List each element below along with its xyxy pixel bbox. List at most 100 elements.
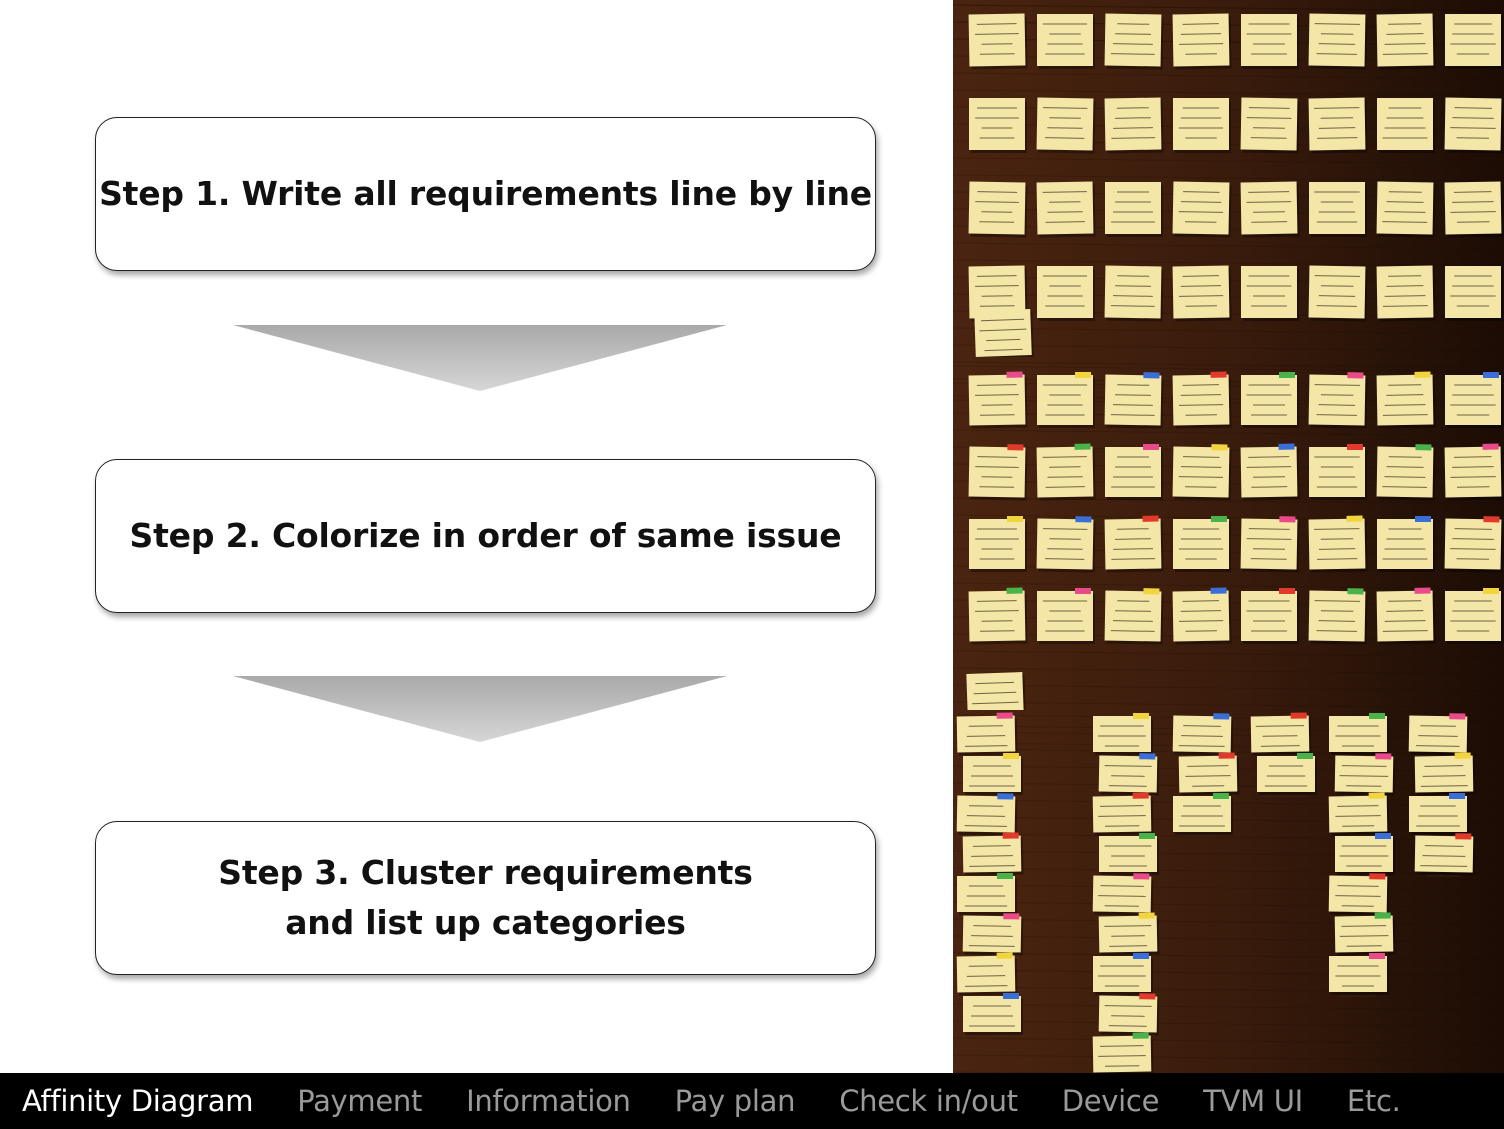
step-3-line-2: and list up categories [285, 903, 686, 942]
sticky-note [1328, 873, 1390, 917]
sticky-note [1037, 372, 1095, 428]
sticky-note [1257, 753, 1317, 797]
sticky-note [1104, 515, 1164, 573]
sticky-note [1376, 371, 1436, 429]
step-1-line-1: Step 1. Write all requirements line by l… [99, 174, 872, 213]
sticky-note [1036, 443, 1096, 501]
sticky-note [1445, 588, 1503, 644]
sticky-note [1414, 833, 1476, 877]
sticky-note [1376, 444, 1436, 501]
sticky-note [968, 587, 1028, 645]
sticky-note [1172, 13, 1232, 70]
sticky-note [1377, 98, 1435, 153]
sticky-note [1037, 588, 1095, 644]
sticky-note [1444, 97, 1504, 154]
sticky-note [1241, 266, 1299, 321]
colored-sticky-notes-wall-icon [953, 357, 1504, 710]
clustered-sticky-notes-wall-icon [953, 710, 1504, 1073]
sticky-note [1334, 753, 1396, 797]
sticky-note [1098, 912, 1160, 957]
photo-step-1 [953, 0, 1504, 357]
sticky-note [1172, 371, 1232, 429]
sticky-note [1092, 792, 1154, 837]
sticky-note [968, 371, 1028, 429]
sticky-note [1409, 793, 1469, 837]
step-2-box: Step 2. Colorize in order of same issue [95, 459, 876, 613]
sticky-note [1308, 588, 1368, 645]
step-1-text: Step 1. Write all requirements line by l… [99, 169, 872, 219]
tab-payment[interactable]: Payment [297, 1084, 423, 1118]
sticky-note [1104, 97, 1164, 154]
sticky-note [956, 712, 1018, 757]
sticky-note [1308, 372, 1368, 429]
sticky-note [962, 832, 1024, 877]
sticky-note [1098, 753, 1160, 797]
sticky-note [1445, 266, 1503, 321]
sticky-note [1172, 713, 1234, 757]
sticky-note [1376, 265, 1436, 322]
sticky-note [1241, 588, 1299, 644]
sticky-note [1036, 97, 1096, 154]
sticky-note [1092, 1032, 1154, 1073]
sticky-note [1445, 14, 1503, 69]
sticky-notes-wall-icon [953, 0, 1504, 357]
sticky-note [1250, 712, 1312, 757]
sticky-note [1308, 265, 1368, 322]
sticky-note [1105, 444, 1163, 500]
sticky-note [1240, 516, 1300, 573]
sticky-note [1445, 372, 1503, 428]
sticky-note [1037, 266, 1095, 321]
tab-device[interactable]: Device [1061, 1084, 1160, 1118]
tab-affinity-diagram[interactable]: Affinity Diagram [22, 1084, 254, 1118]
photo-step-3 [953, 710, 1504, 1073]
sticky-note [1036, 516, 1096, 573]
step-1-box: Step 1. Write all requirements line by l… [95, 117, 876, 271]
sticky-note [1241, 14, 1299, 69]
sticky-note [974, 309, 1034, 357]
sticky-note [1093, 953, 1153, 997]
sticky-note [1105, 182, 1163, 237]
tab-tvm-ui[interactable]: TVM UI [1203, 1084, 1303, 1118]
sticky-note [1037, 14, 1095, 69]
sticky-note [1308, 13, 1368, 70]
sticky-note [1414, 752, 1476, 797]
down-arrow-icon [233, 325, 727, 391]
sticky-note [1309, 182, 1367, 237]
step-2-line-1: Step 2. Colorize in order of same issue [129, 516, 842, 555]
sticky-note [1444, 516, 1504, 573]
sticky-note [1092, 873, 1154, 917]
sticky-note [1093, 713, 1153, 757]
sticky-note [1173, 516, 1231, 572]
sticky-note [1308, 97, 1368, 154]
sticky-note [1104, 372, 1164, 429]
step-3-line-1: Step 3. Cluster requirements [218, 853, 753, 892]
sticky-note [1329, 713, 1389, 757]
sticky-note [1104, 265, 1164, 322]
sticky-note [968, 265, 1028, 322]
tab-information[interactable]: Information [466, 1084, 631, 1118]
tab-pay-plan[interactable]: Pay plan [674, 1084, 796, 1118]
tab-check-in-out[interactable]: Check in/out [839, 1084, 1018, 1118]
step-3-box: Step 3. Cluster requirements and list up… [95, 821, 876, 975]
photo-panel [953, 0, 1504, 1073]
sticky-note [1241, 372, 1299, 428]
sticky-note [1173, 793, 1233, 837]
sticky-note [962, 913, 1024, 957]
sticky-note [966, 672, 1026, 710]
sticky-note [1408, 713, 1470, 757]
sticky-note [1335, 833, 1395, 877]
sticky-note [969, 98, 1027, 153]
sticky-note [1444, 181, 1504, 238]
sticky-note [969, 516, 1027, 572]
tab-etc[interactable]: Etc. [1346, 1084, 1401, 1118]
sticky-note [1098, 993, 1160, 1037]
sticky-note [963, 753, 1023, 797]
sticky-note [1104, 588, 1164, 645]
sticky-note [1172, 181, 1232, 238]
footer-nav: Affinity Diagram Payment Information Pay… [0, 1073, 1504, 1129]
sticky-note [1172, 265, 1232, 322]
step-3-text: Step 3. Cluster requirements and list up… [218, 848, 753, 948]
sticky-note [1178, 752, 1240, 797]
sticky-note [1444, 443, 1504, 501]
sticky-note [1172, 587, 1232, 645]
